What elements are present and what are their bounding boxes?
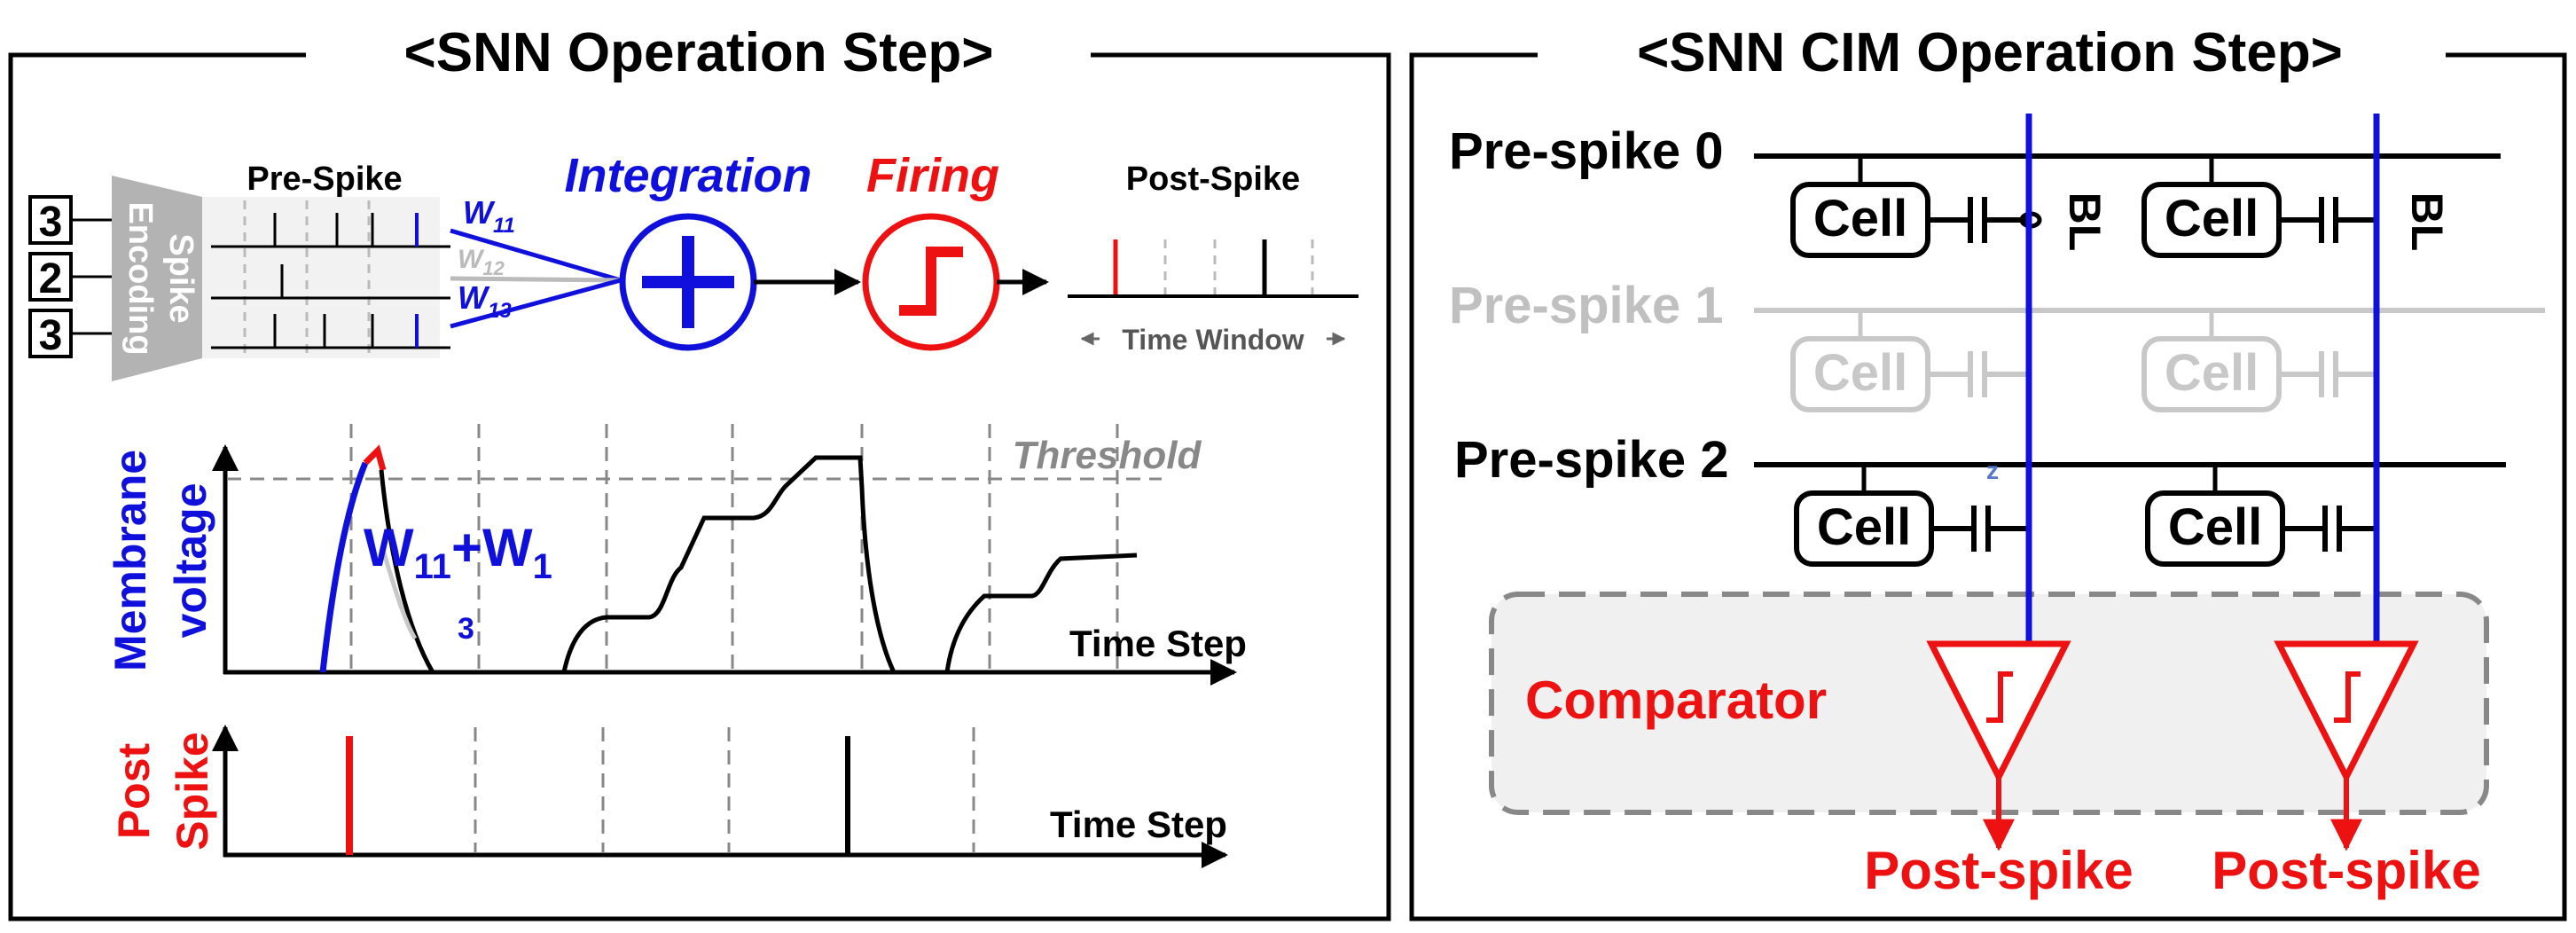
weight-label-w13: W13 [458, 279, 512, 323]
pre-spike-row-2: Pre-spike 2 Cell Cell z [1454, 431, 2506, 567]
input-values: 3 2 3 [28, 195, 112, 359]
threshold-label: Threshold [1013, 434, 1202, 477]
bl-label-0: BL [2060, 192, 2110, 252]
weight-sum-subscript: 3 [458, 612, 474, 646]
firing-block: Firing [862, 149, 1000, 351]
weight-connections: W11 W12 W13 [450, 194, 622, 329]
comparator-1: Post-spike [2212, 640, 2481, 900]
comparator-label: Comparator [1525, 670, 1827, 730]
post-ylabel-spike: Spike [168, 732, 217, 850]
cell-0-0-label: Cell [1813, 190, 1907, 247]
weight-sum-label: W11+W1 [364, 518, 552, 586]
weight-label-w12: W12 [458, 245, 505, 279]
input-value-2: 3 [39, 312, 63, 359]
cell-1-1-label: Cell [2165, 344, 2259, 402]
right-panel-title: <SNN CIM Operation Step> [1637, 22, 2343, 83]
post-time-step-label: Time Step [1050, 804, 1227, 845]
post-spike-output-1: Post-spike [2212, 841, 2480, 900]
spike-encoder: Spike Encoding [112, 176, 202, 381]
input-value-0: 3 [39, 199, 63, 246]
encoder-label-encoding: Encoding [121, 201, 159, 355]
pre-spike-label: Pre-Spike [247, 161, 402, 198]
post-spike-plot: Post Spike Time Step [109, 725, 1228, 868]
left-panel-title: <SNN Operation Step> [404, 22, 994, 83]
input-value-1: 2 [39, 255, 63, 302]
cell-1-0-label: Cell [1813, 344, 1907, 402]
membrane-voltage-plot: Membrane voltage Threshold W11+W1 [106, 424, 1247, 686]
comparator-0: Post-spike [1864, 640, 2134, 900]
firing-label: Firing [866, 149, 999, 202]
post-spike-output-0: Post-spike [1864, 841, 2133, 900]
right-panel: <SNN CIM Operation Step> Pre-spike 0 Cel… [1409, 22, 2567, 921]
bl-label-1: BL [2402, 192, 2452, 252]
time-window-label: Time Window [1122, 324, 1304, 356]
cell-0-1-label: Cell [2165, 190, 2259, 247]
right-panel-frame [1409, 52, 2567, 921]
cell-2-1-label: Cell [2168, 498, 2262, 556]
post-spike-timeline: Post-Spike Time Window [1068, 161, 1358, 356]
membrane-ylabel-voltage: voltage [166, 482, 215, 638]
left-panel-frame [8, 52, 1391, 921]
encoder-label-spike: Spike [162, 233, 200, 323]
pre-spike-1-label: Pre-spike 1 [1449, 277, 1724, 334]
cell-2-0-label: Cell [1817, 498, 1911, 556]
post-spike-label: Post-Spike [1126, 161, 1300, 198]
post-ylabel-post: Post [109, 742, 159, 839]
time-step-label: Time Step [1069, 623, 1247, 664]
left-panel: <SNN Operation Step> 3 2 3 Spike Encodin… [8, 22, 1391, 921]
weight-label-w11: W11 [463, 194, 515, 238]
pre-spike-0-label: Pre-spike 0 [1449, 122, 1724, 180]
membrane-ylabel-membrane: Membrane [106, 450, 155, 671]
pre-spike-2-label: Pre-spike 2 [1454, 431, 1729, 489]
integration-block: Integration [565, 149, 812, 351]
pre-spike-trains: Pre-Spike [202, 161, 450, 358]
stray-mark: z [1986, 457, 1999, 484]
pre-spike-row-0: Pre-spike 0 Cell Cell BL BL [1449, 122, 2501, 258]
pre-spike-row-1: Pre-spike 1 Cell Cell [1449, 277, 2545, 412]
integration-label: Integration [565, 149, 812, 202]
